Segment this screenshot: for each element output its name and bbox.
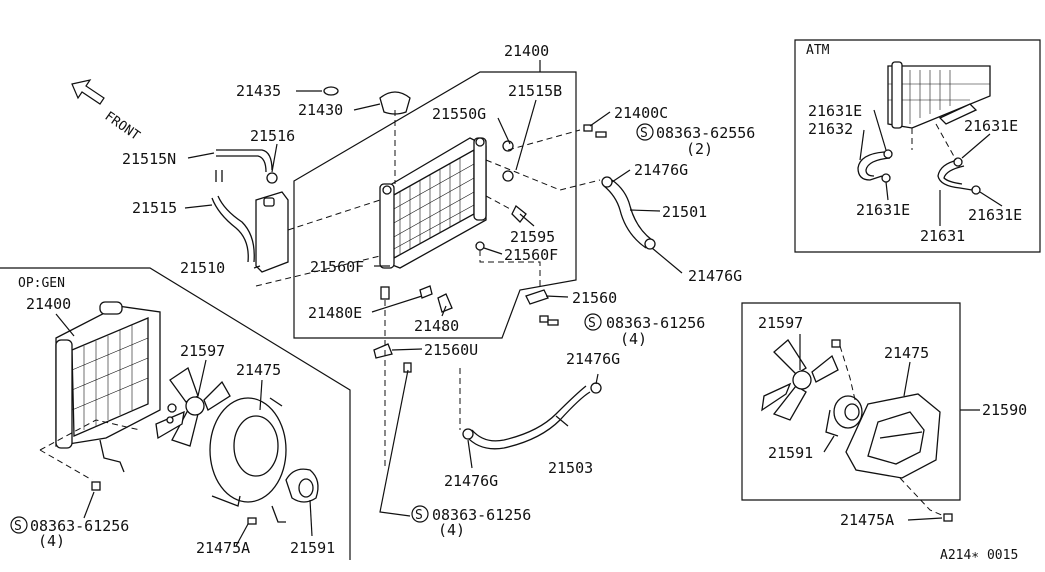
label-21560U: 21560U [424, 341, 478, 359]
label-21631E-b: 21631E [964, 117, 1018, 135]
svg-text:S: S [588, 316, 596, 331]
label-21631: 21631 [920, 227, 965, 245]
fan-blades [761, 339, 839, 421]
label-21550G: 21550G [432, 105, 486, 123]
atm-frame [794, 39, 1041, 253]
atm-dashed-leaders [911, 123, 957, 161]
fan-motor [825, 395, 863, 437]
atm-leaders [859, 109, 1003, 226]
overflow-hose [215, 149, 278, 184]
label-21400: 21400 [504, 42, 549, 60]
mount-bracket [373, 289, 549, 359]
screw-symbol-icon-a: S [636, 123, 654, 141]
label-21501: 21501 [662, 203, 707, 221]
label-21476G-bottom: 21476G [444, 472, 498, 490]
label-fan-21591: 21591 [768, 444, 813, 462]
label-21632: 21632 [808, 120, 853, 138]
label-21560F-right: 21560F [504, 246, 558, 264]
fan-frame [741, 302, 961, 501]
label-fan-21475: 21475 [884, 344, 929, 362]
label-21560F-left: 21560F [310, 258, 364, 276]
opgen-leaders [55, 313, 313, 547]
atm-radiator [887, 61, 991, 129]
screw-symbol-icon-b: S [584, 313, 602, 331]
opgen-dashed-leaders [39, 419, 141, 481]
footer-code: A214∗ 0015 [940, 548, 1018, 563]
svg-text:S: S [640, 126, 648, 141]
opgen-radiator [55, 301, 161, 473]
fan-shroud [845, 393, 941, 479]
radiator-core [379, 137, 487, 269]
label-opgen-21475: 21475 [236, 361, 281, 379]
main-leaders [184, 60, 683, 517]
label-21435: 21435 [236, 82, 281, 100]
label-21515N: 21515N [122, 150, 176, 168]
label-screw-61256-a: 08363-61256 [606, 314, 705, 332]
label-fan-21590: 21590 [982, 401, 1027, 419]
opgen-shroud [209, 397, 287, 507]
reservoir-tank [255, 191, 289, 273]
label-21476G-upper: 21476G [634, 161, 688, 179]
lower-hose [462, 382, 602, 450]
label-21631E-a: 21631E [808, 102, 862, 120]
label-21631E-d: 21631E [968, 206, 1022, 224]
label-21515B: 21515B [508, 82, 562, 100]
opgen-title: OP:GEN [18, 276, 65, 291]
label-21560: 21560 [572, 289, 617, 307]
drain-cock [380, 285, 453, 313]
label-opgen-21591: 21591 [290, 539, 335, 557]
label-21430: 21430 [298, 101, 343, 119]
label-21480E: 21480E [308, 304, 362, 322]
fan-dashed-leaders [839, 345, 945, 517]
atm-title: ATM [806, 43, 830, 58]
atm-cooler-hoses [857, 149, 981, 195]
label-screw-61256-c: 08363-61256 [30, 517, 129, 535]
label-fan-21597: 21597 [758, 314, 803, 332]
upper-hose [601, 176, 656, 250]
svg-text:S: S [14, 519, 22, 534]
fan-leaders [799, 334, 980, 521]
label-opgen-21597: 21597 [180, 342, 225, 360]
radiator-cap [379, 91, 411, 115]
bolt-fittings [403, 124, 607, 373]
front-arrow-icon [71, 79, 105, 105]
label-opgen-21400: 21400 [26, 295, 71, 313]
label-qty-4-a: (4) [620, 330, 647, 348]
label-fan-21475A: 21475A [840, 511, 894, 529]
label-21476G-hose: 21476G [566, 350, 620, 368]
label-21503: 21503 [548, 459, 593, 477]
front-label: FRONT [102, 109, 143, 144]
label-qty-4-c: (4) [38, 532, 65, 550]
label-qty-2: (2) [686, 140, 713, 158]
label-21480: 21480 [414, 317, 459, 335]
opgen-bolts [91, 403, 257, 525]
main-assembly-frame [293, 71, 577, 339]
opgen-fan [155, 366, 231, 447]
label-opgen-21475A: 21475A [196, 539, 250, 557]
label-21516: 21516 [250, 127, 295, 145]
label-21631E-c: 21631E [856, 201, 910, 219]
opgen-motor [271, 468, 319, 523]
label-21510: 21510 [180, 259, 225, 277]
screw-symbol-icon-d: S [10, 516, 28, 534]
screw-symbol-icon-c: S [411, 505, 429, 523]
fan-bolts [831, 339, 953, 522]
label-21515: 21515 [132, 199, 177, 217]
opgen-frame [0, 267, 351, 560]
label-21476G-lower: 21476G [688, 267, 742, 285]
svg-text:S: S [415, 508, 423, 523]
label-screw-62556: 08363-62556 [656, 124, 755, 142]
label-21595: 21595 [510, 228, 555, 246]
label-screw-61256-b: 08363-61256 [432, 506, 531, 524]
cap-seal [323, 86, 339, 96]
label-21400C: 21400C [614, 104, 668, 122]
reservoir-hose [211, 195, 255, 263]
label-qty-4-b: (4) [438, 521, 465, 539]
main-dashed-leaders [255, 110, 601, 470]
